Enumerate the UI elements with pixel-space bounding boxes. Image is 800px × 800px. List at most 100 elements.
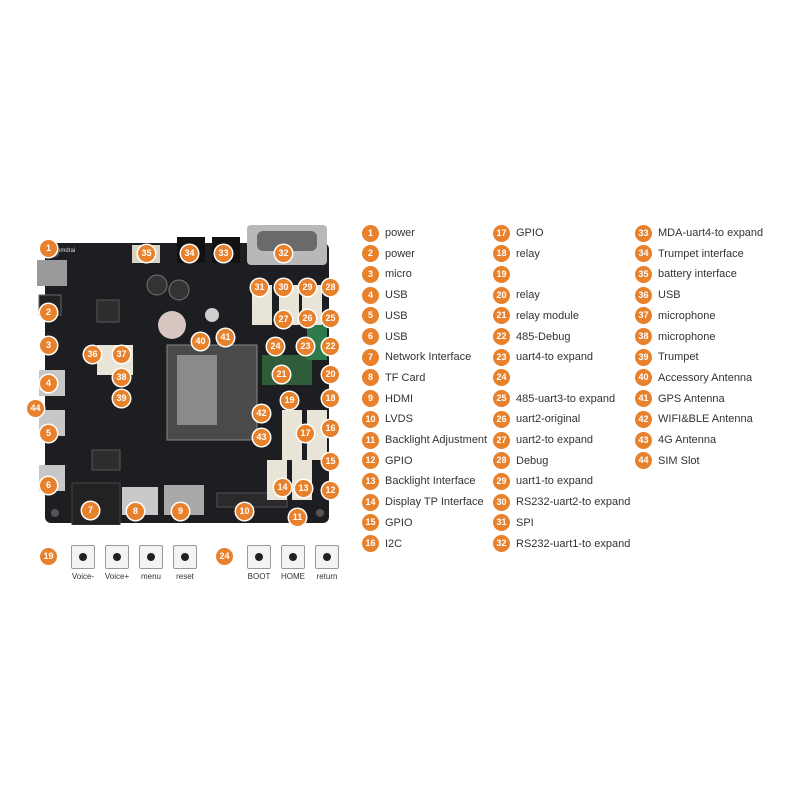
- callout-2: 2: [40, 304, 57, 321]
- legend-number: 19: [493, 265, 510, 283]
- callout-44: 44: [27, 400, 44, 417]
- callout-36: 36: [84, 346, 101, 363]
- legend-number: 17: [493, 224, 510, 242]
- voice-down-button: Voice-: [69, 545, 97, 581]
- voice-up-button: Voice+: [103, 545, 131, 581]
- button-group-1: 19 Voice- Voice+ menu reset: [40, 545, 205, 581]
- legend-number: 12: [362, 452, 379, 470]
- callout-35: 35: [138, 245, 155, 262]
- pcb-drawing: Pemdrai: [37, 225, 329, 526]
- legend-number: 3: [362, 265, 379, 283]
- power-jack: [37, 260, 67, 286]
- legend-label: TF Card: [385, 371, 426, 384]
- callout-25: 25: [322, 310, 339, 327]
- callout-8: 8: [127, 503, 144, 520]
- legend-number: 25: [493, 390, 510, 408]
- callout-31: 31: [251, 279, 268, 296]
- legend-number: 37: [635, 307, 652, 325]
- legend-number: 1: [362, 224, 379, 242]
- silkscreen-text: Pemdrai: [53, 248, 75, 254]
- legend-label: microphone: [658, 330, 716, 343]
- legend-number: 36: [635, 286, 652, 304]
- legend-label: power: [385, 247, 415, 260]
- callout-30: 30: [275, 279, 292, 296]
- legend-number: 38: [635, 328, 652, 345]
- legend-label: 485-Debug: [516, 330, 571, 343]
- legend-number: 22: [493, 328, 510, 345]
- legend-label: USB: [385, 330, 408, 343]
- legend-number: 20: [493, 286, 510, 304]
- legend-number: 39: [635, 348, 652, 366]
- callout-18: 18: [322, 390, 339, 407]
- home-button: HOME: [279, 545, 307, 581]
- legend-item: 41 GPS Antenna: [635, 390, 725, 408]
- callout-28: 28: [322, 279, 339, 296]
- legend-label: GPS Antenna: [658, 392, 725, 405]
- legend-number: 9: [362, 390, 379, 408]
- legend-label: micro: [385, 268, 412, 281]
- callout-12: 12: [322, 482, 339, 499]
- boot-button: BOOT: [245, 545, 273, 581]
- legend-label: USB: [658, 289, 681, 302]
- legend-number: 4: [362, 286, 379, 304]
- legend-number: 27: [493, 431, 510, 449]
- callout-13: 13: [295, 480, 312, 497]
- callout-21: 21: [273, 366, 290, 383]
- legend-label: Network Interface: [385, 351, 472, 364]
- callout-43: 43: [253, 429, 270, 446]
- legend-label: 485-uart3-to expand: [516, 392, 616, 405]
- legend-label: WIFI&BLE Antenna: [658, 413, 753, 426]
- legend-number: 16: [362, 535, 379, 552]
- legend-label: SIM Slot: [658, 454, 700, 467]
- legend-number: 30: [493, 493, 510, 511]
- callout-39: 39: [113, 390, 130, 407]
- button-group-2: 24 BOOT HOME return: [216, 545, 347, 581]
- callout-5: 5: [40, 425, 57, 442]
- callout-20: 20: [322, 366, 339, 383]
- callout-15: 15: [322, 453, 339, 470]
- legend-label: uart4-to expand: [516, 351, 594, 364]
- callout-7: 7: [82, 502, 99, 519]
- legend-label: USB: [385, 309, 408, 322]
- legend-item: 25 485-uart3-to expand: [493, 390, 615, 408]
- legend-label: RS232-uart1-to expand: [516, 537, 631, 550]
- callout-38: 38: [113, 369, 130, 386]
- callout-23: 23: [297, 338, 314, 355]
- pcb-board: Pemdrai 1 2 3 4 5 6 7 8 9 10 11 12 13 14…: [27, 225, 339, 526]
- callout-11: 11: [289, 509, 306, 526]
- callout-22: 22: [322, 338, 339, 355]
- legend-label: battery interface: [658, 268, 737, 281]
- menu-button: menu: [137, 545, 165, 581]
- legend-number: 18: [493, 245, 510, 263]
- legend-label: HDMI: [385, 392, 414, 405]
- callout-17: 17: [297, 425, 314, 442]
- legend-number: 34: [635, 245, 652, 263]
- callout-37: 37: [113, 346, 130, 363]
- callout-24-badge: 24: [216, 548, 233, 565]
- callout-16: 16: [322, 420, 339, 437]
- callout-3: 3: [40, 337, 57, 354]
- legend-label: relay: [516, 289, 540, 302]
- legend-label: uart1-to expand: [516, 475, 594, 488]
- callout-4: 4: [40, 375, 57, 392]
- legend-number: 11: [362, 431, 379, 449]
- legend-number: 41: [635, 390, 652, 408]
- buzzer: [158, 311, 186, 339]
- legend-label: relay module: [516, 309, 579, 322]
- callout-32: 32: [275, 245, 292, 262]
